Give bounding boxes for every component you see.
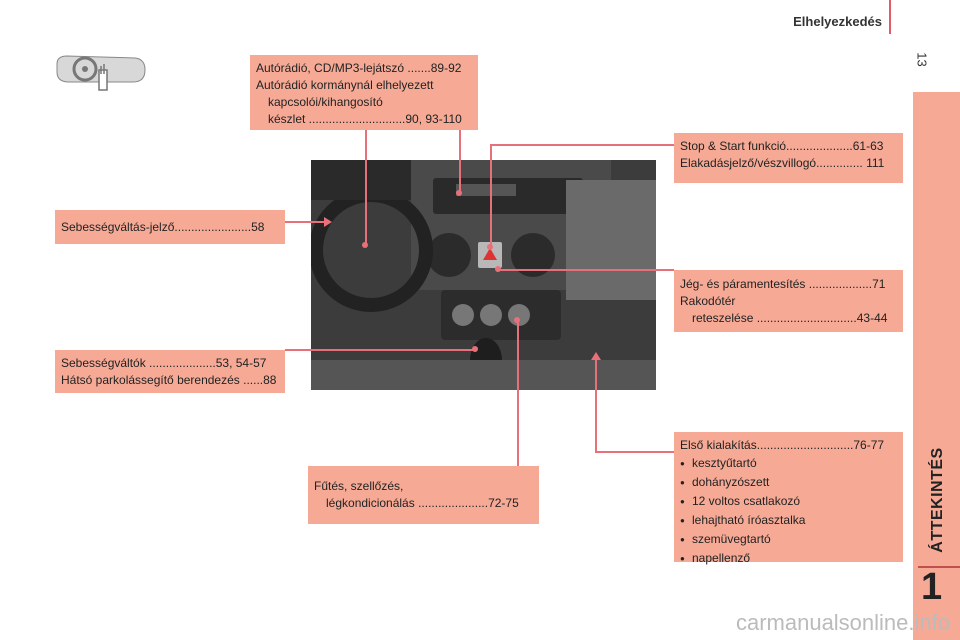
radio-dot-b: [456, 190, 462, 196]
front-item-sun-visor: napellenző: [680, 549, 897, 568]
defrost-dot: [495, 266, 501, 272]
radio-dot-a: [362, 242, 368, 248]
gearshift-indicator-box: Sebességváltás-jelző....................…: [55, 210, 285, 244]
radio-line-a: [365, 130, 367, 245]
heating-line1: Fűtés, szellőzés,: [314, 479, 404, 493]
defrost-box: Jég- és páramentesítés .................…: [674, 270, 903, 332]
radio-line2: Autórádió kormánynál elhelyezett: [256, 78, 434, 92]
gearbox-dot: [472, 346, 478, 352]
stopstart-line2: Elakadásjelző/vészvillogó.............. …: [680, 156, 885, 170]
chapter-number: 1: [921, 566, 943, 608]
front-item-12v-socket: 12 voltos csatlakozó: [680, 492, 897, 511]
front-line1: Első kialakítás.........................…: [680, 438, 885, 452]
side-divider: [918, 566, 960, 568]
heating-line2: légkondicionálás .....................72…: [326, 496, 519, 510]
header-accent-bar: [889, 0, 891, 34]
heating-dot: [514, 317, 520, 323]
front-arrow: [591, 352, 601, 360]
page-number: 13: [914, 52, 930, 67]
radio-line1: Autórádió, CD/MP3-lejátszó .......89-92: [256, 61, 462, 75]
gearshift-indicator-arrow: [324, 217, 332, 227]
gearbox-line1: Sebességváltók ....................53, 5…: [61, 356, 267, 370]
gearbox-line-h: [285, 349, 475, 351]
watermark: carmanualsonline.info: [735, 610, 950, 635]
front-item-smoking-kit: dohányzószett: [680, 473, 897, 492]
front-line-v: [595, 360, 597, 453]
front-item-glovebox: kesztyűtartó: [680, 454, 897, 473]
side-tab: [913, 92, 960, 640]
heating-line-v: [517, 320, 519, 466]
gearbox-line2: Hátsó parkolássegítő berendezés ......88: [61, 373, 277, 387]
stopstart-line-h: [490, 144, 674, 146]
stopstart-line1: Stop & Start funkció....................…: [680, 139, 884, 153]
radio-line-b: [459, 130, 461, 192]
radio-line4: készlet .............................90,…: [268, 112, 462, 126]
steering-wheel-icon: [56, 55, 146, 91]
front-item-glasses-holder: szemüvegtartó: [680, 530, 897, 549]
defrost-line3: reteszelése ............................…: [692, 311, 888, 325]
stopstart-dot: [487, 244, 493, 250]
radio-line3: kapcsolói/kihangosító: [268, 95, 383, 109]
side-title: ÁTTEKINTÉS: [929, 447, 946, 553]
page-header-title: Elhelyezkedés: [793, 14, 882, 29]
radio-box: Autórádió, CD/MP3-lejátszó .......89-92 …: [250, 55, 478, 130]
front-line-h: [595, 451, 674, 453]
stopstart-box: Stop & Start funkció....................…: [674, 133, 903, 183]
heating-box: Fűtés, szellőzés, légkondicionálás .....…: [308, 466, 539, 524]
defrost-line2: Rakodótér: [680, 294, 736, 308]
gearshift-indicator-line: [285, 221, 325, 223]
defrost-line-h: [498, 269, 674, 271]
gearshift-indicator-line1: Sebességváltás-jelző....................…: [61, 220, 265, 234]
front-layout-box: Első kialakítás.........................…: [674, 432, 903, 568]
dashboard-photo: [311, 160, 656, 390]
gearbox-box: Sebességváltók ....................53, 5…: [55, 350, 285, 393]
defrost-line1: Jég- és páramentesítés .................…: [680, 277, 886, 291]
stopstart-line-v: [490, 144, 492, 246]
front-item-fold-desk: lehajtható íróasztalka: [680, 511, 897, 530]
